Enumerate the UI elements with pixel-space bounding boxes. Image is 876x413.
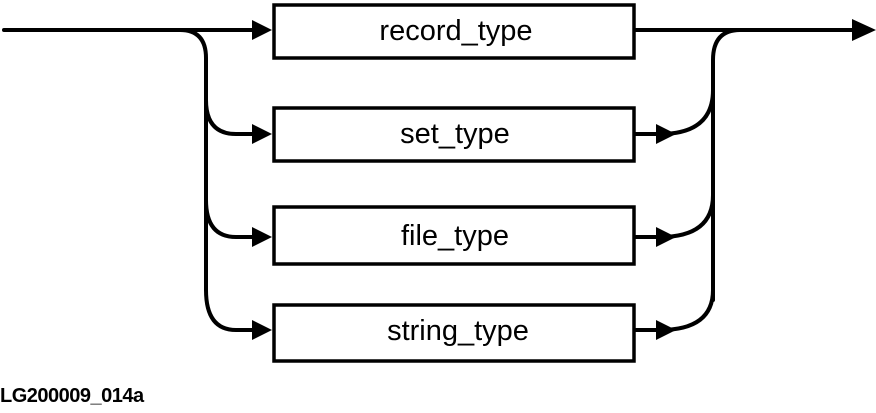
left-rail [178,28,208,292]
arrow-out-file-type [656,227,676,247]
arrow-into-record-type [252,20,272,40]
arrow-into-set-type [252,124,272,144]
alternative-box-set-type [272,106,636,163]
string-type-out [634,288,715,332]
branch-file-type-in [204,198,258,239]
alternative-label-file-type: file_type [401,220,509,252]
arrow-out-set-type [656,124,676,144]
alternative-label-string-type: string_type [387,315,529,347]
branch-set-type-in [204,98,258,136]
figure-id: LG200009_014a [0,385,144,407]
branch-string-type-in [204,288,258,332]
alternative-box-string-type [272,303,636,363]
file-type-out [634,193,715,239]
right-rail [711,28,742,302]
alternative-label-record-type: record_type [379,15,532,47]
alternative-box-file-type [272,205,636,266]
arrow-out-string-type [656,320,676,340]
set-type-out [634,88,715,136]
arrow-into-string-type [252,320,272,340]
arrow-into-file-type [252,227,272,247]
alternative-label-set-type: set_type [400,118,510,150]
alternative-box-record-type [272,3,636,60]
exit-arrow [852,19,876,41]
